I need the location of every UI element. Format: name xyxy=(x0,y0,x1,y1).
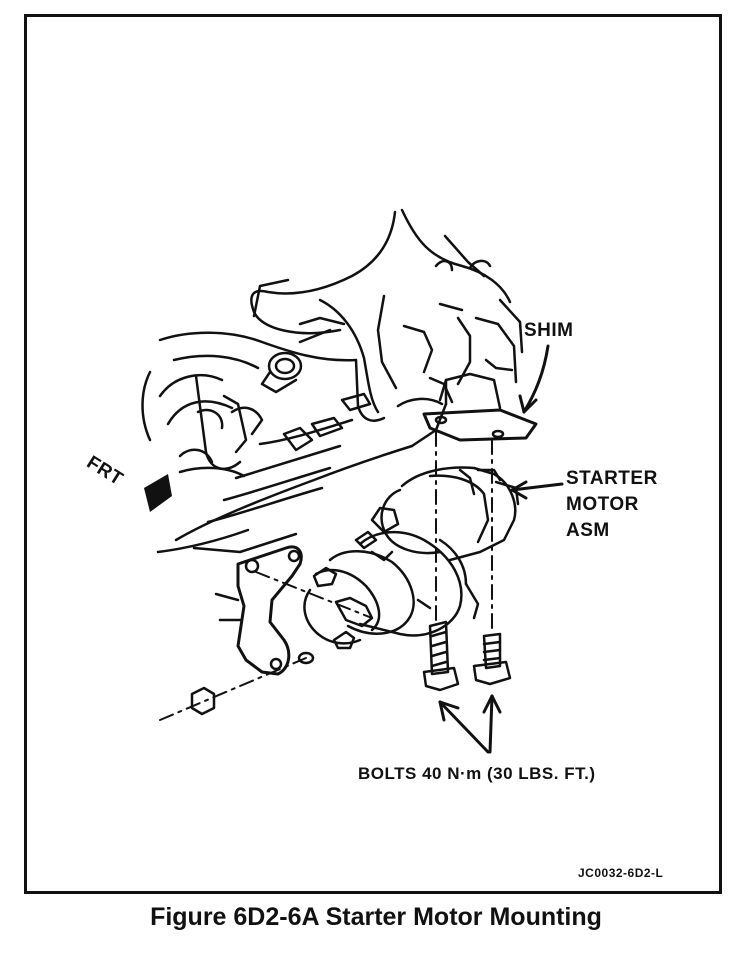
shim-plate xyxy=(422,372,538,442)
figure-caption: Figure 6D2-6A Starter Motor Mounting xyxy=(150,903,602,931)
starter-label-line-3: ASM xyxy=(566,520,610,541)
bolts-label: BOLTS 40 N·m (30 LBS. FT.) xyxy=(358,764,596,783)
hose-outlet xyxy=(260,351,303,394)
figure-frame xyxy=(24,14,722,894)
shim-label: SHIM xyxy=(524,320,574,341)
starter-motor xyxy=(303,466,520,645)
front-arrow xyxy=(144,474,172,512)
bolts-arrows xyxy=(438,694,502,754)
drawing-id: JC0032-6D2-L xyxy=(578,866,664,880)
alignment-lines xyxy=(159,431,493,721)
shim-arrow xyxy=(518,344,550,414)
starter-label-line-2: MOTOR xyxy=(566,494,639,515)
connector xyxy=(282,392,372,452)
starter-arrow xyxy=(510,480,564,500)
starter-motor-label: STARTER MOTOR ASM xyxy=(566,466,658,544)
starter-label-line-1: STARTER xyxy=(566,468,658,489)
front-bracket xyxy=(214,545,303,676)
engine-block xyxy=(141,208,524,554)
mounting-bolts xyxy=(422,620,512,692)
